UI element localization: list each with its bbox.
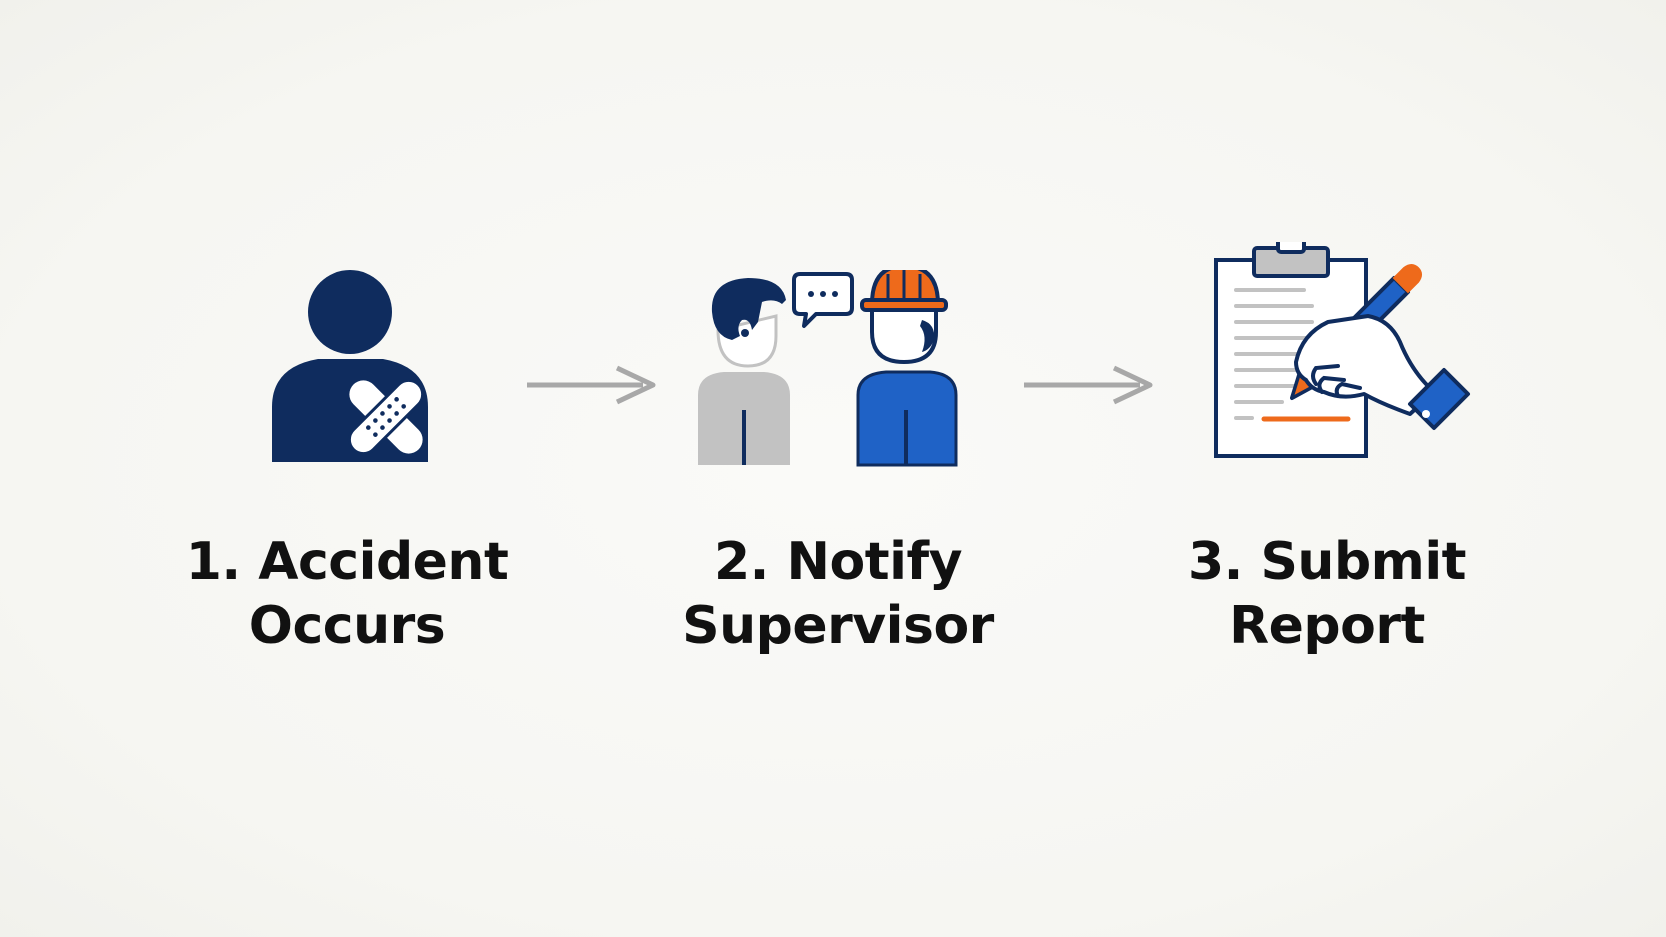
- speech-bubble-icon: [792, 272, 854, 328]
- right-arrow-icon: [527, 365, 656, 405]
- step-3-label: 3. Submit Report: [1147, 530, 1507, 658]
- step-2-title-line2: Supervisor: [682, 596, 994, 656]
- step-3-title-line1: 3. Submit: [1187, 532, 1467, 592]
- person-head: [308, 270, 392, 354]
- step-3-title-line2: Report: [1229, 596, 1425, 656]
- step-1-title-line2: Occurs: [248, 596, 446, 656]
- step-2-title-line1: 2. Notify: [714, 532, 962, 592]
- step-1-title-line1: 1. Accident: [185, 532, 509, 592]
- clipboard-hand-writing-icon: [1214, 242, 1470, 458]
- step-1-label: 1. Accident Occurs: [167, 530, 527, 658]
- injured-person-bandage-icon: [272, 270, 428, 462]
- step-2-label: 2. Notify Supervisor: [658, 530, 1018, 658]
- bandage-pad: [347, 378, 425, 456]
- worker-talking-to-supervisor-icon: [698, 270, 958, 467]
- writing-hand-icon: [1294, 314, 1470, 430]
- worker-figure: [698, 278, 790, 465]
- right-arrow-icon: [1024, 365, 1153, 405]
- supervisor-figure: [856, 306, 958, 467]
- hard-hat-icon: [860, 270, 948, 312]
